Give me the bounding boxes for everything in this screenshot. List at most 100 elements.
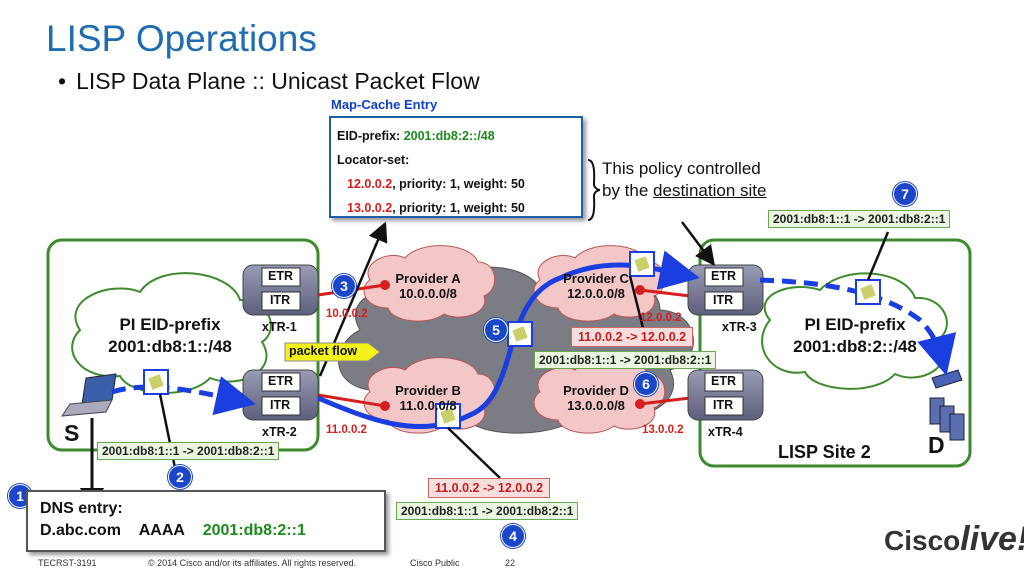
slide-subtitle: •LISP Data Plane :: Unicast Packet Flow	[58, 68, 480, 94]
dns-address: 2001:db8:2::1	[202, 522, 306, 539]
step-badge-3: 3	[332, 274, 356, 298]
xtr4-name: xTR-4	[708, 425, 743, 439]
provider-c-name: Provider C	[563, 271, 629, 286]
dns-entry-box: DNS entry: D.abc.com AAAA 2001:db8:2::1	[26, 490, 386, 552]
host-d-label: D	[928, 432, 945, 458]
router-xtr4	[687, 369, 764, 421]
map-cache-label: Map-Cache Entry	[331, 97, 438, 112]
xtr2-ip: 11.0.0.2	[326, 424, 367, 436]
locator-1-attrs: , priority: 1, weight: 50	[392, 177, 525, 191]
policy-line1: This policy controlled	[602, 159, 761, 178]
eid-prefix-key: EID-prefix:	[337, 129, 401, 143]
step-badge-2: 2	[168, 465, 192, 489]
packet-flow-label: packet flow	[289, 344, 358, 358]
header-tag-step7: 2001:db8:1::1 -> 2001:db8:2::1	[768, 210, 951, 228]
packet-icon	[435, 403, 461, 429]
outer-header-step5: 11.0.0.2 -> 12.0.0.2	[571, 327, 694, 347]
site1-eid-label: PI EID-prefix	[119, 315, 221, 334]
flow-s-to-xtr2	[111, 376, 256, 416]
subtitle-text: LISP Data Plane :: Unicast Packet Flow	[76, 68, 480, 94]
xtr2-itr-label: ITR	[270, 398, 291, 412]
policy-brace	[587, 159, 601, 221]
footer-copyright: © 2014 Cisco and/or its affiliates. All …	[148, 558, 357, 568]
dns-host: D.abc.com	[40, 522, 121, 539]
site2-eid-label: PI EID-prefix	[804, 315, 906, 334]
host-s-label: S	[64, 420, 80, 446]
step-badge-4: 4	[501, 524, 525, 548]
footer-classification: Cisco Public	[410, 558, 460, 568]
packet-flow-arrow	[284, 342, 381, 362]
site2-name: LISP Site 2	[778, 442, 871, 462]
callout-policy	[681, 221, 715, 266]
link-endpoint	[635, 285, 645, 295]
callout-step7	[866, 231, 890, 281]
provider-a-name: Provider A	[395, 271, 461, 286]
packet-icon	[143, 369, 169, 395]
xtr1-etr-label: ETR	[268, 269, 293, 283]
router-xtr1	[242, 264, 319, 316]
inner-header-step4: 2001:db8:1::1 -> 2001:db8:2::1	[396, 502, 579, 520]
link-xtr2-provider-b	[317, 393, 386, 408]
dns-type: AAAA	[138, 522, 185, 539]
xtr3-name: xTR-3	[722, 320, 757, 334]
flow-tunnel	[317, 250, 700, 430]
xtr4-itr-label: ITR	[713, 398, 734, 412]
logo-event: live!	[960, 520, 1024, 558]
locator-1-ip: 12.0.0.2	[347, 177, 393, 191]
provider-d-cloud	[533, 357, 666, 434]
outer-header-step4: 11.0.0.2 -> 12.0.0.2	[428, 478, 551, 498]
packet-icon	[507, 321, 533, 347]
slide-title: LISP Operations	[46, 18, 317, 59]
locator-2-attrs: , priority: 1, weight: 50	[392, 201, 525, 215]
xtr2-etr-label: ETR	[268, 374, 293, 388]
policy-note: This policy controlled by the destinatio…	[602, 158, 766, 202]
provider-a-net: 10.0.0.0/8	[399, 286, 457, 301]
logo-brand: Cisco	[884, 525, 961, 556]
provider-d-net: 13.0.0.0/8	[567, 398, 625, 413]
packet-icon	[629, 251, 655, 277]
dns-title: DNS entry:	[40, 500, 123, 517]
provider-b-name: Provider B	[395, 383, 461, 398]
link-provider-d-xtr4	[639, 396, 691, 406]
xtr1-name: xTR-1	[262, 320, 297, 334]
server-icon	[929, 369, 965, 441]
packet-icon	[855, 279, 881, 305]
laptop-icon	[61, 373, 117, 417]
xtr2-name: xTR-2	[262, 425, 297, 439]
router-xtr2	[242, 369, 319, 421]
policy-line2-underlined: destination site	[653, 181, 767, 200]
link-endpoint	[380, 401, 390, 411]
site1-eid-prefix: 2001:db8:1::/48	[108, 337, 232, 356]
cisco-live-logo: Ciscolive!	[884, 520, 1024, 559]
step-badge-6: 6	[634, 372, 658, 396]
locator-2-ip: 13.0.0.2	[347, 201, 393, 215]
eid-prefix-value: 2001:db8:2::/48	[403, 129, 495, 143]
xtr1-ip: 10.0.0.2	[326, 308, 368, 320]
locator-set-key: Locator-set:	[337, 153, 410, 167]
xtr4-ip: 13.0.0.2	[642, 424, 684, 436]
link-endpoint	[635, 399, 645, 409]
provider-d-name: Provider D	[563, 383, 629, 398]
callout-step4	[447, 427, 501, 479]
provider-a-cloud	[363, 245, 496, 322]
flow-xtr3-to-d	[759, 277, 957, 376]
xtr1-itr-label: ITR	[270, 293, 291, 307]
callout-step5	[628, 275, 647, 337]
provider-c-net: 12.0.0.0/8	[567, 286, 625, 301]
footer-page-number: 22	[505, 558, 516, 568]
policy-line2-pre: by the	[602, 181, 654, 200]
xtr3-ip: 12.0.0.2	[640, 312, 682, 324]
map-cache-box: EID-prefix: 2001:db8:2::/48 Locator-set:…	[329, 116, 583, 218]
site1-cloud	[71, 272, 272, 394]
xtr4-etr-label: ETR	[711, 374, 736, 388]
step-badge-5: 5	[484, 318, 508, 342]
link-provider-c-xtr3	[639, 288, 691, 298]
site2-eid-prefix: 2001:db8:2::/48	[793, 337, 917, 356]
